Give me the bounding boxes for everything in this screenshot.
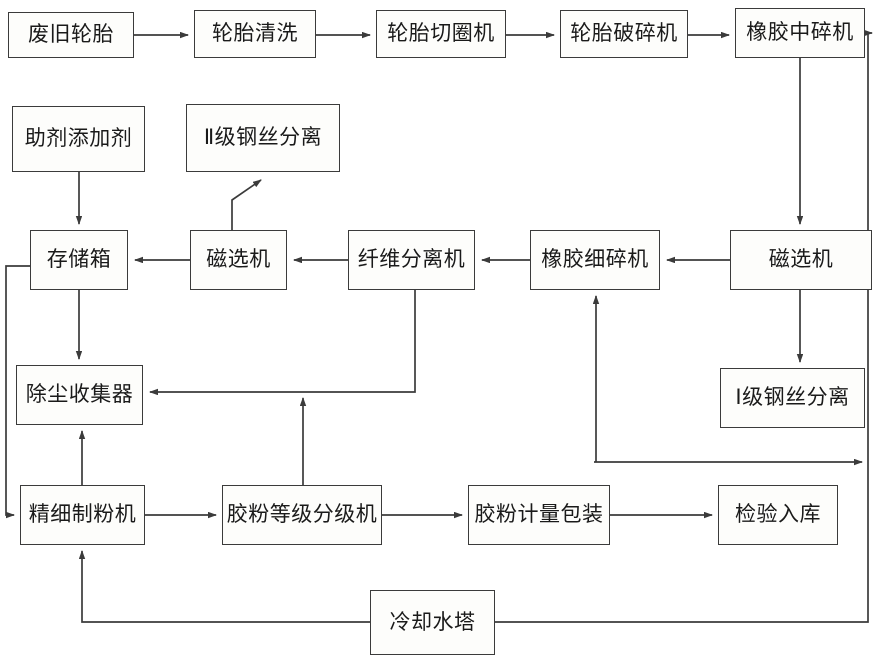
node-dust-collector[interactable]: 除尘收集器 [16,365,143,425]
node-rubber-medium-crusher[interactable]: 橡胶中碎机 [735,8,865,58]
node-label: 助剂添加剂 [24,127,133,151]
node-waste-tire[interactable]: 废旧轮胎 [8,12,134,58]
node-label: 冷却水塔 [389,610,476,634]
node-label: 橡胶中碎机 [746,21,854,45]
node-rubber-fine-crusher[interactable]: 橡胶细碎机 [530,230,660,290]
edge-storage-to-fine-mill-loop [5,265,30,519]
node-inspection-warehousing[interactable]: 检验入库 [718,485,838,545]
node-fine-powder-mill[interactable]: 精细制粉机 [20,485,145,545]
node-label: 轮胎切圈机 [387,22,495,46]
node-tire-ring-cutter[interactable]: 轮胎切圈机 [376,10,506,58]
node-cooling-water-tower[interactable]: 冷却水塔 [370,590,495,655]
node-label: 橡胶细碎机 [541,248,649,272]
node-label: 胶粉等级分级机 [226,503,378,527]
edge-right-trunk-to-mid-crusher [495,29,873,623]
node-storage-bin[interactable]: 存储箱 [30,230,128,290]
node-steel-wire-separation-i[interactable]: Ⅰ级钢丝分离 [720,368,865,428]
node-label: 除尘收集器 [25,383,134,407]
node-powder-weighing-packaging[interactable]: 胶粉计量包装 [468,485,610,545]
node-additive-agent[interactable]: 助剂添加剂 [12,106,145,172]
node-label: 轮胎破碎机 [570,22,678,46]
node-label: 废旧轮胎 [28,23,114,47]
node-label: Ⅱ级钢丝分离 [203,126,323,150]
node-label: 检验入库 [735,503,821,527]
node-fiber-separator[interactable]: 纤维分离机 [348,230,475,290]
node-label: 磁选机 [206,248,271,272]
node-tire-shredder[interactable]: 轮胎破碎机 [560,10,688,58]
node-tire-washing[interactable]: 轮胎清洗 [194,10,316,58]
node-magnetic-separator-left[interactable]: 磁选机 [190,230,287,290]
node-label: Ⅰ级钢丝分离 [735,386,850,410]
node-label: 磁选机 [768,248,834,272]
edge-cooling-tower-to-fine-mill [78,550,370,623]
edge-fiber-sep-to-dust-collector [149,290,416,396]
edge-magsep-left-to-steel-wire-ii [231,179,262,230]
node-label: 存储箱 [46,248,112,272]
node-label: 胶粉计量包装 [474,503,604,527]
node-label: 纤维分离机 [357,248,466,272]
node-steel-wire-separation-ii[interactable]: Ⅱ级钢丝分离 [186,104,340,172]
node-rubber-powder-grader[interactable]: 胶粉等级分级机 [222,485,382,545]
node-label: 精细制粉机 [28,503,137,527]
node-magnetic-separator-right[interactable]: 磁选机 [730,230,872,290]
node-label: 轮胎清洗 [212,22,298,46]
